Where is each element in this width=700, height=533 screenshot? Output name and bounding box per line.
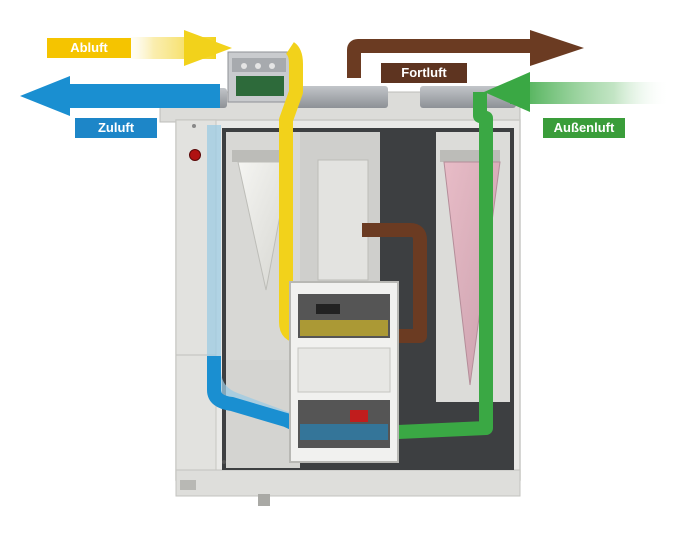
aussenluft-arrow [484,72,670,112]
filter-left [237,161,291,291]
fortluft-path [347,39,540,343]
control-module [227,51,291,103]
duct-collar-abluft-fortluft [292,86,388,108]
zuluft-arrow [20,76,220,116]
zuluft-path [207,125,400,439]
label-abluft: Abluft [47,38,131,58]
abluft-arrow [120,30,232,66]
label-zuluft: Zuluft [75,118,157,138]
label-fortluft: Fortluft [381,63,467,83]
aussenluft-path [397,92,493,439]
label-aussenluft: Außenluft [543,118,625,138]
heat-exchanger [289,281,399,463]
fortluft-arrow [530,30,584,66]
status-indicator-icon [189,149,201,161]
